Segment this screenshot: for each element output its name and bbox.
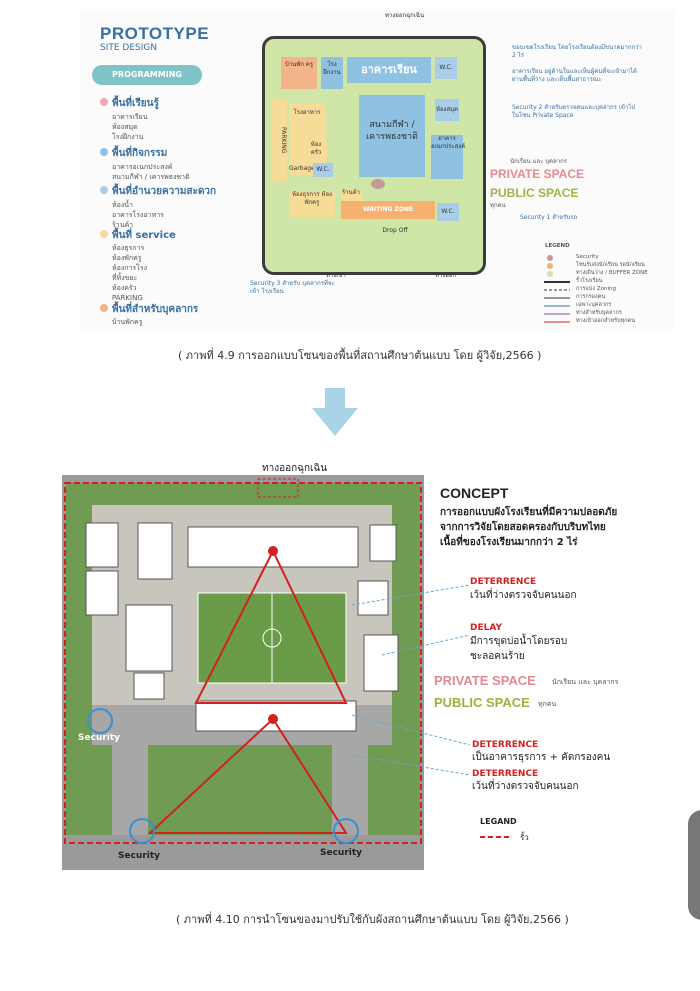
block-waiting-zone: WAITING ZONE	[341, 201, 435, 219]
private-sub: นักเรียน และ บุคลากร	[510, 158, 567, 165]
fence-note: ขอบเขตโรงเรียน โดยโรงเรียนต้องมีขนาดมากก…	[512, 44, 642, 59]
block-shop: ร้านค้า	[341, 189, 361, 201]
down-arrow-icon	[312, 388, 358, 436]
delay-heading: DELAY	[470, 623, 502, 633]
label-dropoff: Drop Off	[382, 227, 408, 234]
deterrence-heading-3: DETERRENCE	[472, 769, 539, 779]
category-staff: พื้นที่สำหรับบุคลากร	[100, 302, 198, 317]
public-sub: ทุกคน	[490, 202, 506, 209]
private-sub-2: นักเรียน และ บุคลากร	[552, 678, 619, 686]
classroom-note: อาคารเรียน อยู่ด้านในและเห็นผู้คนที่จะเข…	[512, 68, 637, 83]
category-staff-items: บ้านพักครู	[112, 318, 143, 326]
figure-4-10: ทางออกฉุกเฉิน Se	[62, 455, 670, 875]
category-service-items: ห้องธุรการห้องพักครูห้องการโรง ที่ทิ้งขย…	[112, 244, 148, 302]
private-space-label: PRIVATE SPACE	[490, 167, 585, 181]
site-plan-2	[62, 475, 424, 870]
public-space-label-2: PUBLIC SPACE	[434, 695, 530, 710]
category-service: พื้นที่ service	[100, 228, 176, 243]
block-teacher-house: บ้านพัก ครู	[281, 57, 317, 89]
deterrence-heading-1: DETERRENCE	[470, 577, 537, 587]
security-label-2: Security	[118, 851, 161, 861]
lightblue-dot-icon	[100, 186, 108, 194]
prototype-subtitle: SITE DESIGN	[100, 43, 158, 53]
legend-title-2: LEGAND	[480, 817, 517, 826]
security1-note: Security 1 สำหรับรถ	[520, 214, 578, 221]
annotation-leader-lines	[352, 584, 471, 776]
block-garbage: Garbage	[289, 165, 315, 175]
block-multipurpose: อาคาร อเนกประสงค์	[431, 135, 465, 179]
plan-exit: ทางออก	[435, 272, 457, 279]
block-field: สนามกีฬา / เคารพธงชาติ	[359, 95, 425, 177]
yellow-dot-icon	[100, 230, 108, 238]
concept-title: CONCEPT	[440, 485, 509, 501]
security-label-1: Security	[78, 733, 121, 743]
delay-text: มีการขุดบ่อน้ำโดยรอบ ชะลอคนร้าย	[470, 636, 568, 662]
category-learning-items: อาคารเรียนห้องสมุดโรงฝึกงาน	[112, 113, 148, 141]
block-kitchen: ห้อง ครัว	[305, 141, 327, 159]
prototype-title: PROTOTYPE	[100, 24, 210, 43]
deterrence-heading-2: DETERRENCE	[472, 740, 539, 750]
block-canteen: โรงอาหาร	[289, 103, 325, 175]
block-parking: PARKING	[271, 99, 287, 181]
caption-4-10: ( ภาพที่ 4.10 การนำโซนของมาปรับใช้กับผัง…	[176, 913, 569, 926]
legend-symbols	[544, 255, 570, 323]
category-activity: พื้นที่กิจกรรม	[100, 146, 167, 161]
security2-note: Security 2 สำหรับตรวจคนและบุคลากร เข้าไป…	[512, 104, 636, 119]
block-wc-bottom: W.C.	[437, 203, 459, 221]
pink-dot-icon	[100, 98, 108, 106]
security-marker-2	[371, 179, 385, 189]
category-facility-items: ห้องน้ำอาคารโรงอาหารร้านค้า	[112, 201, 164, 229]
block-library: ห้องสมุด	[435, 99, 459, 121]
security-label-3: Security	[320, 848, 363, 858]
security3-note: Security 3 สำหรับ บุคลากรที่จะเข้า โรงเร…	[250, 280, 335, 295]
fence-legend-label: รั้ว	[520, 833, 529, 842]
public-space-label: PUBLIC SPACE	[490, 186, 579, 200]
category-facility: พื้นที่อำนวยความสะดวก	[100, 184, 216, 199]
legend-title: LEGEND	[545, 243, 570, 249]
fence-legend-icon	[480, 836, 512, 838]
programming-pill: PROGRAMMING	[92, 65, 202, 85]
category-learning: พื้นที่เรียนรู้	[100, 96, 159, 111]
block-classroom: อาคารเรียน	[347, 57, 431, 83]
site-plan: บ้านพัก ครู โรง ฝึกงาน อาคารเรียน W.C. โ…	[262, 36, 486, 275]
concept-body: การออกแบบผังโรงเรียนที่มีความปลอดภัย จาก…	[440, 507, 618, 548]
emergency-exit-label: ทางออกฉุกเฉิน	[262, 463, 328, 474]
figure-4-9: PROTOTYPE SITE DESIGN PROGRAMMING พื้นที…	[80, 10, 675, 330]
deterrence-text-1: เว้นที่ว่างตรวจจับคนนอก	[470, 590, 577, 601]
block-wc-mid: W.C.	[313, 163, 333, 177]
block-wc-top: W.C.	[435, 57, 457, 79]
deterrence-text-3: เว้นที่ว่างตรวจจับคนนอก	[472, 781, 579, 792]
private-space-label-2: PRIVATE SPACE	[434, 673, 536, 688]
block-workshop: โรง ฝึกงาน	[321, 57, 343, 89]
plan-entrance: ทางเข้า	[326, 272, 346, 279]
public-sub-2: ทุกคน	[538, 700, 557, 708]
block-admin: ห้องธุรการ ห้องพักครู	[289, 191, 335, 217]
deterrence-text-2: เป็นอาคารธุรการ + คัดกรองคน	[472, 752, 611, 763]
blue-dot-icon	[100, 148, 108, 156]
orange-dot-icon	[100, 304, 108, 312]
category-activity-items: อาคารอเนกประสงค์สนามกีฬา / เคารพธงชาติ	[112, 163, 190, 181]
side-scroll-tab[interactable]	[688, 810, 700, 920]
plan-emergency-exit: ทางออกฉุกเฉิน	[385, 12, 425, 19]
caption-4-9: ( ภาพที่ 4.9 การออกแบบโซนของพื้นที่สถานศ…	[178, 349, 542, 362]
